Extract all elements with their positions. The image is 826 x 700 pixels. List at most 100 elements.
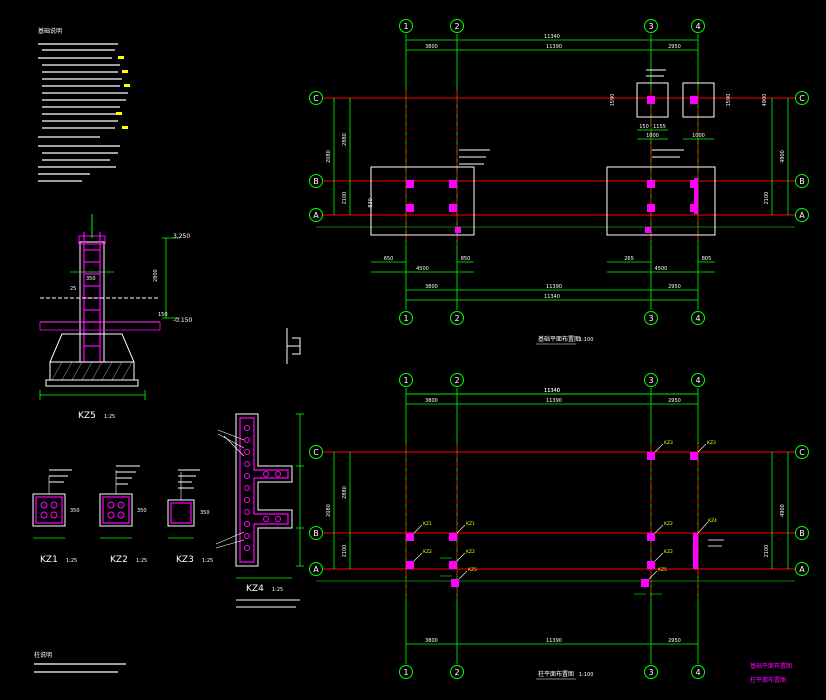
legend-column: 柱平面布置图 — [750, 676, 786, 684]
foundation-plan-title: 基础平面布置图 — [538, 335, 580, 343]
column-plan-title: 柱平面布置图 — [538, 670, 574, 678]
foundation-small-col-1 — [455, 227, 461, 233]
kz4-dimensions — [236, 413, 304, 579]
column-tag-2: KZ2 — [423, 549, 432, 555]
column-8 — [451, 579, 459, 587]
dim-bot-overall: 11340 — [544, 294, 560, 300]
dim-top-bay-left-text: 3800 — [425, 398, 438, 404]
dim-right-265-text: 265 — [624, 256, 634, 262]
column-6 — [647, 452, 655, 460]
axis-bottom-1-bubble — [399, 665, 413, 679]
dim-top-bay-left-text: 3800 — [425, 44, 438, 50]
dim-right-span: 4900 — [780, 504, 786, 517]
axis-top-4-label: 4 — [695, 376, 700, 385]
axis-right-C-label: C — [799, 448, 805, 457]
column-tag-9: KZ5 — [658, 567, 667, 573]
column-1 — [449, 533, 457, 541]
kz1-dim: 350 — [70, 508, 80, 514]
axis-right-A-label: A — [799, 565, 805, 574]
dim-right-4900-upper: 4900 — [762, 94, 768, 107]
kz4-label: KZ4 — [246, 584, 264, 594]
axis-top-2-label: 2 — [454, 376, 459, 385]
dim-left-4500-text: 4500 — [416, 266, 429, 272]
dim-left-bc: 2880 — [342, 486, 348, 499]
axis-top-1-label: 1 — [403, 376, 408, 385]
axis-bottom-1-label: 1 — [403, 314, 408, 323]
kz5-dimensions — [39, 237, 180, 400]
kz1-stirrup — [35, 496, 63, 524]
axis-bottom-4-label: 4 — [695, 314, 700, 323]
kz5-dim-cover: 25 — [70, 286, 76, 292]
axis-left-C-label: C — [313, 448, 319, 457]
column-tag-1: KZ1 — [466, 521, 475, 527]
kz3-stirrup — [170, 502, 192, 524]
dim-c4-1590: 1590 — [726, 94, 732, 107]
axis-right-B-label: B — [799, 529, 805, 538]
dim-bot-bay-mid-text: 11390 — [546, 638, 562, 644]
dim-left-ab: 2100 — [342, 545, 348, 558]
kz4-leaders — [215, 429, 245, 549]
foundation-column-0 — [406, 180, 414, 188]
axis-right-C-bubble — [795, 91, 809, 105]
column-2 — [406, 561, 414, 569]
column-0 — [406, 533, 414, 541]
dim-bot-bay-left-text: 3800 — [425, 638, 438, 644]
kz2-label: KZ2 — [110, 555, 128, 565]
axis-bottom-3-bubble — [644, 311, 658, 325]
kz4-bars — [244, 425, 281, 551]
column-leader-5 — [654, 552, 664, 562]
axis-right-B-bubble — [795, 174, 809, 188]
kz2-stirrup — [102, 496, 130, 524]
column-tag-4: KZ2 — [664, 521, 673, 527]
column-leader-9 — [648, 570, 658, 580]
dim-right-span: 4900 — [780, 150, 786, 163]
kz2-section-detail[interactable]: 350 KZ2 1:25 — [99, 465, 147, 565]
column-leader-6 — [654, 443, 664, 453]
column-leader-1 — [456, 524, 466, 534]
kz1-scale: 1:25 — [66, 558, 77, 564]
kz5-dim-150: 150 — [158, 312, 168, 318]
column-tag-5: KZ2 — [664, 549, 673, 555]
dim-top-bay-mid-text: 11390 — [546, 44, 562, 50]
kz4-outline — [235, 413, 293, 567]
axis-top-1-bubble — [399, 373, 413, 387]
foundation-plan-scale: 1:100 — [579, 337, 593, 343]
column-plan-scale: 1:100 — [579, 672, 593, 678]
dim-bot-bay-right-text: 2950 — [668, 638, 681, 644]
axis-right-C-bubble — [795, 445, 809, 459]
dim-left-span: 2080 — [326, 150, 332, 163]
axis-right-B-bubble — [795, 526, 809, 540]
column-kz4-leader — [697, 521, 709, 534]
dim-c3-150-text: 150 — [639, 124, 649, 130]
kz5-slab-band — [39, 321, 161, 331]
axis-bottom-4-label: 4 — [695, 668, 700, 677]
kz1-section-detail[interactable]: 350 KZ1 1:25 — [32, 469, 80, 565]
kz2-scale: 1:25 — [136, 558, 147, 564]
axis-left-B-bubble — [309, 174, 323, 188]
footing-right — [606, 166, 716, 236]
kz4-section-detail[interactable]: KZ4 1:25 — [215, 413, 304, 608]
kz5-section-detail[interactable]: 3.250 -0.150 2800 350 25 150 KZ5 1:25 — [39, 214, 193, 421]
kz1-annotation — [49, 469, 72, 483]
axis-top-2-bubble — [450, 19, 464, 33]
axis-bottom-1-bubble — [399, 311, 413, 325]
kz1-ties — [40, 501, 58, 519]
axis-bottom-1-label: 1 — [403, 668, 408, 677]
column-tag-3: KZ2 — [466, 549, 475, 555]
dim-left-ab: 2100 — [342, 192, 348, 205]
axis-bottom-4-bubble — [691, 311, 705, 325]
dim-c3-1590: 1590 — [610, 94, 616, 107]
kz3-section-detail[interactable]: 350 KZ3 1:25 — [167, 469, 213, 565]
foundation-wall-stub — [694, 178, 698, 214]
column-kz4-tag: KZ4 — [708, 518, 717, 524]
kz2-ties — [107, 501, 125, 519]
column-tag-8: KZ5 — [468, 567, 477, 573]
axis-right-A-bubble — [795, 562, 809, 576]
axis-bottom-2-label: 2 — [454, 314, 459, 323]
column-tag-7: KZ3 — [707, 440, 716, 446]
section-marker — [286, 328, 301, 364]
